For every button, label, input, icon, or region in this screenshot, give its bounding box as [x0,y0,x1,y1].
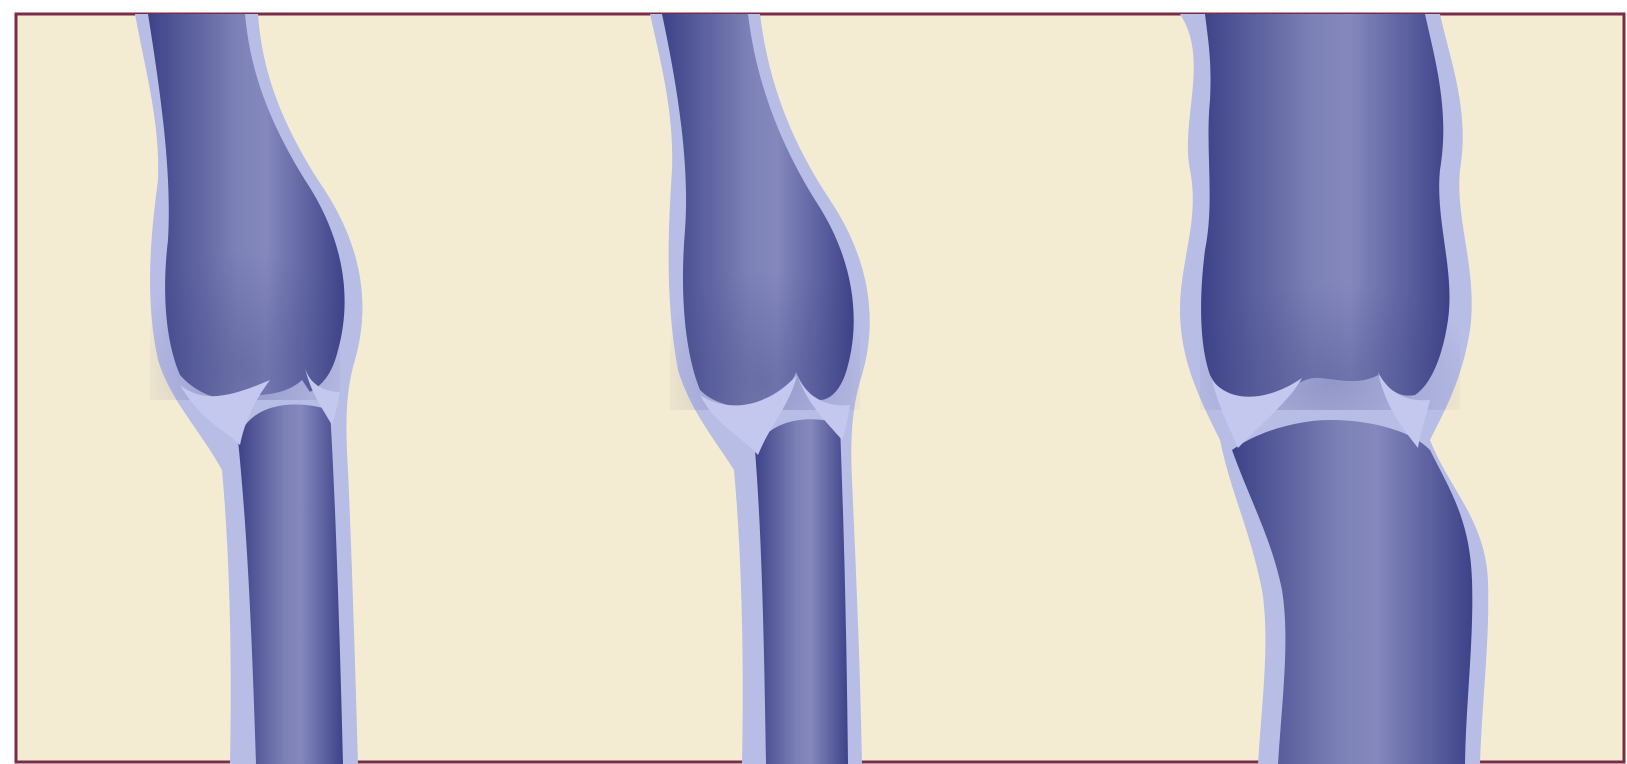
vein-2-lower-lumen [755,419,848,764]
